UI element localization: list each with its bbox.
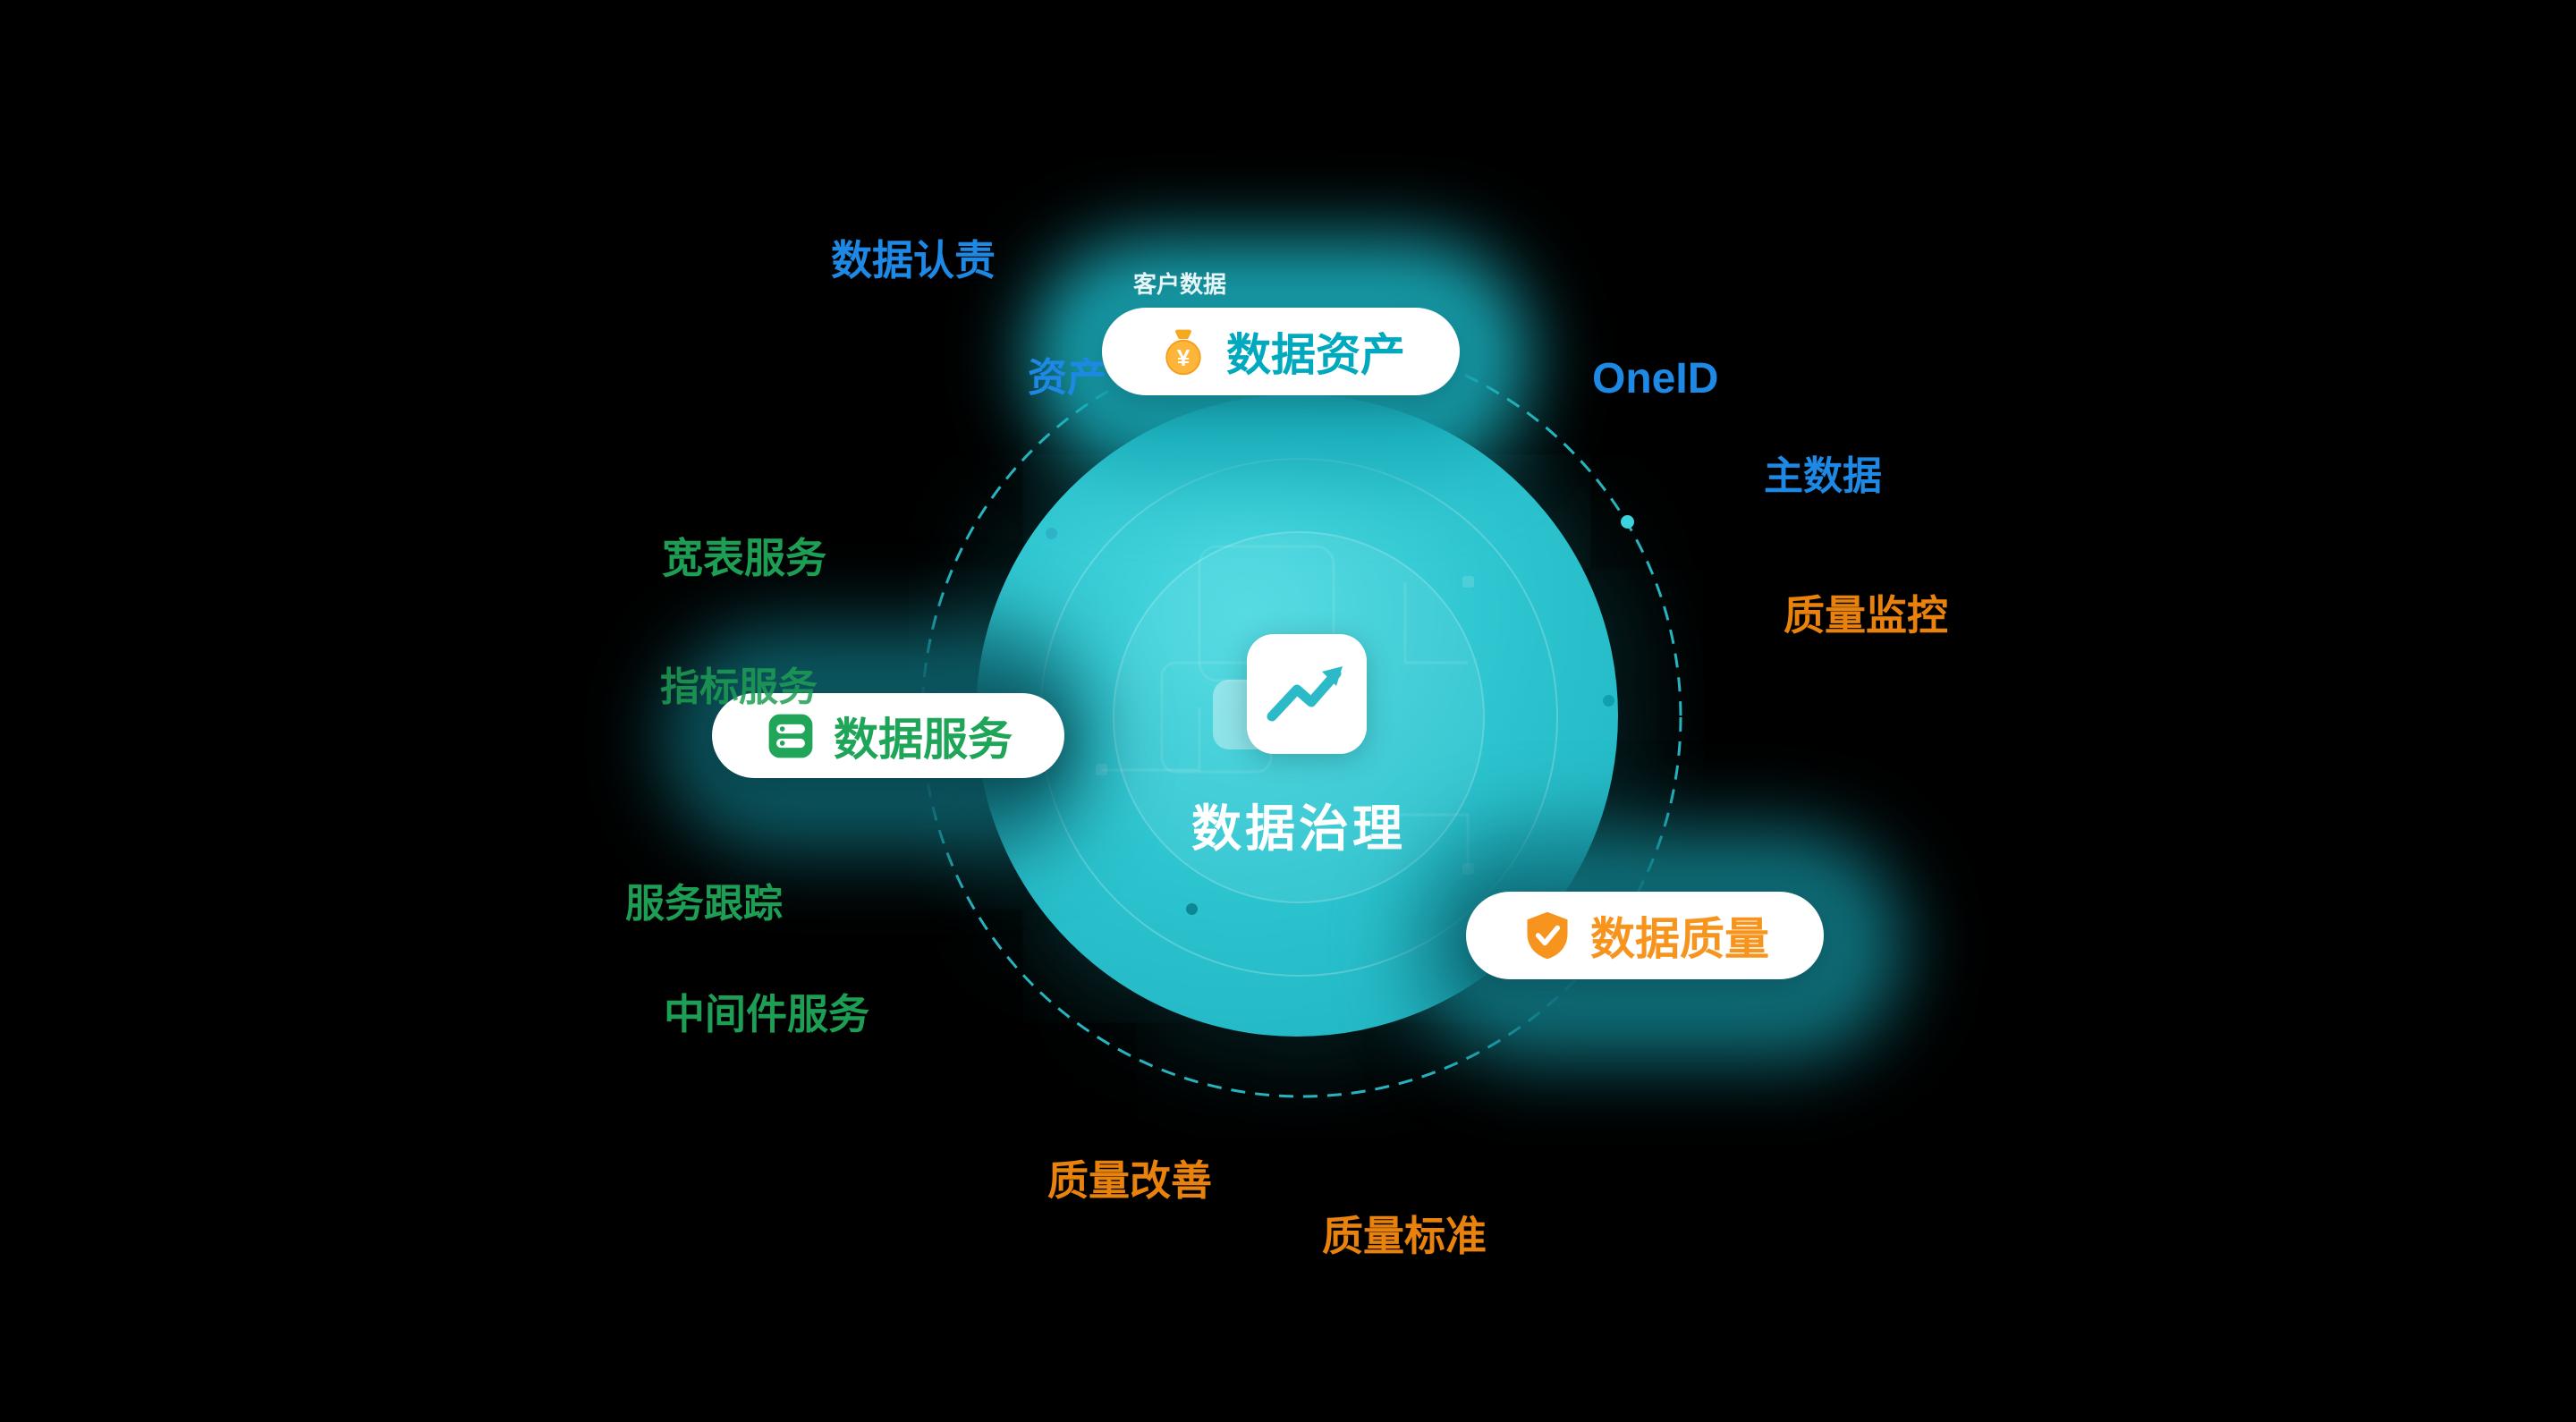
label-quality-improvement: 质量改善 <box>1047 1157 1212 1204</box>
label-wide-table-service: 宽表服务 <box>662 535 826 581</box>
label-indicator-service: 指标服务 <box>660 665 818 709</box>
label-oneid: OneID <box>1592 355 1719 402</box>
label-service-tracking: 服务跟踪 <box>625 882 783 926</box>
database-icon <box>768 714 813 758</box>
orbit-dot <box>1186 903 1198 915</box>
orbit-dot <box>1621 515 1634 529</box>
label-asset: 资产 <box>1028 356 1106 400</box>
label-customer-data-tag: 客户数据 <box>1133 271 1227 298</box>
card-data-services: 数据服务 <box>712 693 1064 778</box>
label-quality-monitoring: 质量监控 <box>1784 592 1948 639</box>
label-data-accountability: 数据认责 <box>831 237 996 284</box>
money-bag-icon: ¥ <box>1165 329 1201 376</box>
shield-check-icon <box>1527 911 1568 960</box>
label-middleware-service: 中间件服务 <box>664 991 869 1037</box>
card-label: 数据服务 <box>834 714 1013 765</box>
card-label: 数据资产 <box>1226 330 1405 380</box>
label-quality-standard: 质量标准 <box>1322 1213 1487 1259</box>
chart-document-icon <box>1247 634 1367 754</box>
orbit-dot <box>1603 695 1614 707</box>
svg-text:¥: ¥ <box>1177 344 1191 371</box>
card-data-assets: ¥ 数据资产 <box>1102 308 1460 395</box>
card-label: 数据质量 <box>1590 914 1769 964</box>
center-title: 数据治理 <box>1191 800 1406 857</box>
orbit-dot <box>1046 528 1057 539</box>
card-data-quality: 数据质量 <box>1466 892 1824 979</box>
label-master-data: 主数据 <box>1764 454 1882 498</box>
